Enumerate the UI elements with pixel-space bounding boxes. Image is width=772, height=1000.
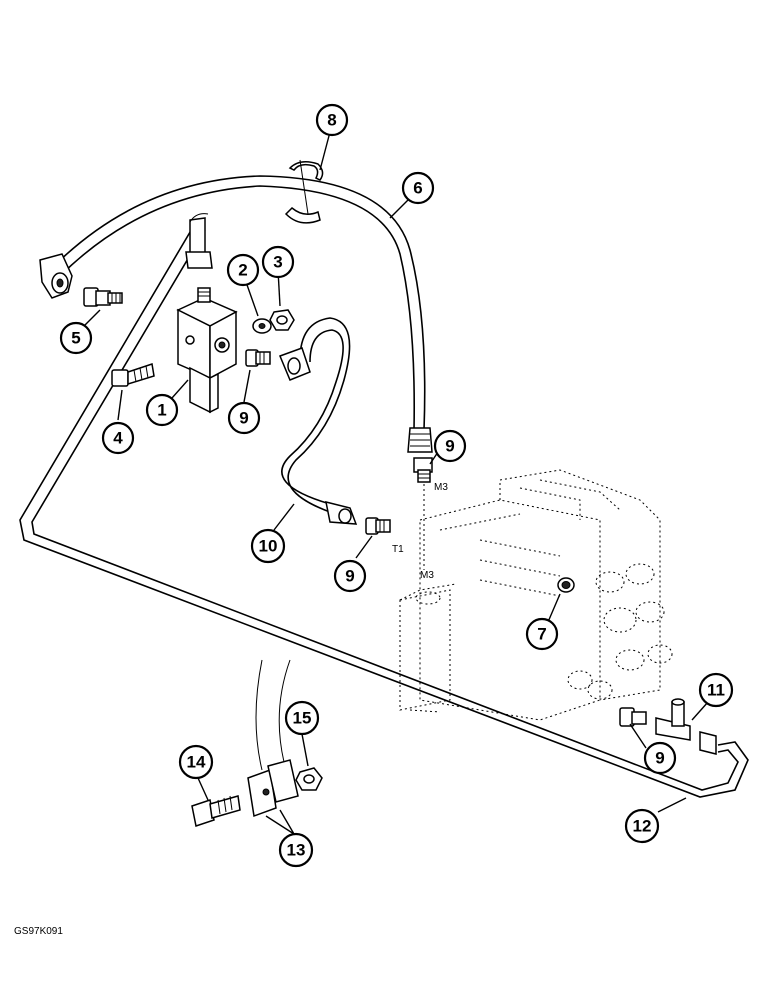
port-label-t1: T1: [392, 544, 404, 555]
callout-label: 8: [327, 111, 336, 130]
callout-label: 3: [273, 253, 282, 272]
callout-3: 3: [261, 245, 295, 279]
callout-13: 13: [278, 832, 314, 868]
callout-label: 9: [445, 437, 454, 456]
port-label-m3-upper: M3: [434, 482, 448, 493]
callout-label: 14: [187, 753, 206, 772]
bolt-14: [191, 795, 241, 827]
callout-label: 4: [113, 429, 123, 448]
nut-3: [269, 309, 295, 331]
callout-1: 1: [145, 393, 179, 427]
callout-label: 2: [238, 261, 247, 280]
callout-label: 13: [287, 841, 306, 860]
callout-2: 2: [226, 253, 260, 287]
callout-label: 15: [293, 709, 312, 728]
callout-label: 9: [345, 567, 354, 586]
hose-clamp: [284, 159, 324, 224]
callout-9c: 9: [333, 559, 367, 593]
valve-block: [176, 287, 238, 414]
callout-label: 5: [71, 329, 80, 348]
clamp-13: [247, 659, 299, 818]
figure-reference-code: GS97K091: [14, 926, 63, 937]
tee-fitting-11: [655, 698, 717, 755]
callout-12: 12: [624, 808, 660, 844]
callout-label: 6: [413, 179, 422, 198]
washer-2: [252, 318, 272, 334]
callout-label: 12: [633, 817, 652, 836]
callout-11: 11: [698, 672, 734, 708]
callout-label: 7: [537, 625, 546, 644]
callout-9a: 9: [227, 401, 261, 435]
callout-14: 14: [178, 744, 214, 780]
callout-label: 9: [655, 749, 664, 768]
callout-8: 8: [315, 103, 349, 137]
nut-15: [295, 767, 323, 791]
callout-7: 7: [525, 617, 559, 651]
fitting-9-right: [619, 707, 647, 727]
callout-label: 1: [157, 401, 166, 420]
port-label-m3-lower: M3: [420, 570, 434, 581]
callout-9b: 9: [433, 429, 467, 463]
callout-6: 6: [401, 171, 435, 205]
callout-4: 4: [101, 421, 135, 455]
fitting-9-block: [245, 349, 271, 367]
rigid-pipe: [19, 213, 749, 798]
callout-5: 5: [59, 321, 93, 355]
callout-15: 15: [284, 700, 320, 736]
bolt-4: [111, 363, 155, 387]
callout-10: 10: [250, 528, 286, 564]
flexible-hose-long: [39, 175, 433, 453]
fitting-9-t1: [365, 517, 391, 535]
screw-7: [557, 577, 575, 593]
control-valve-bank: [399, 469, 673, 721]
hose-10: [279, 317, 358, 525]
fitting-5: [83, 287, 123, 307]
leader-lines: [81, 131, 709, 835]
callout-label: 9: [239, 409, 248, 428]
callout-9d: 9: [643, 741, 677, 775]
callout-label: 11: [707, 681, 725, 700]
callout-label: 10: [259, 537, 278, 556]
fitting-9-m3: [413, 457, 433, 570]
